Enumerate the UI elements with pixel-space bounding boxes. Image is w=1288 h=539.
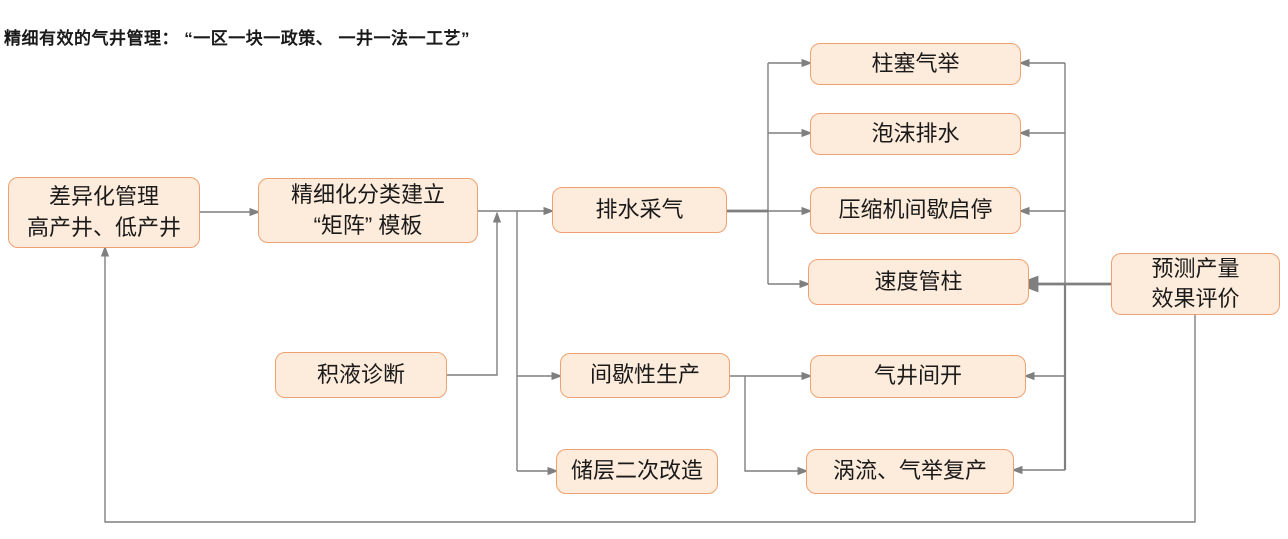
- node-gas-well-intermittent-opening: 气井间开: [810, 355, 1026, 398]
- feedback-loop-line: [100, 245, 1196, 523]
- node-intermittent-production: 间歇性生产: [560, 353, 730, 398]
- node-drainage-gas-recovery: 排水采气: [552, 187, 727, 233]
- node-matrix-template: 精细化分类建立 “矩阵” 模板: [258, 178, 478, 243]
- node-production-forecast-evaluation: 预测产量 效果评价: [1111, 253, 1280, 315]
- node-plunger-gas-lift: 柱塞气举: [810, 43, 1021, 85]
- page-title: 精细有效的气井管理： “一区一块一政策、 一井一法一工艺”: [4, 29, 470, 48]
- node-reservoir-restimulation: 储层二次改造: [556, 449, 718, 494]
- node-liquid-loading-diagnosis: 积液诊断: [275, 352, 447, 398]
- node-vortex-gas-lift-restart: 涡流、气举复产: [806, 449, 1014, 494]
- edge-diagnosis-to-junction: [447, 211, 502, 376]
- node-compressor-intermittent-startstop: 压缩机间歇启停: [810, 187, 1021, 234]
- edge-intermittent-to-vortex: [744, 376, 809, 476]
- node-velocity-string: 速度管柱: [808, 259, 1029, 305]
- node-foam-drainage: 泡沫排水: [810, 113, 1021, 155]
- node-differentiated-management: 差异化管理 高产井、低产井: [8, 177, 200, 248]
